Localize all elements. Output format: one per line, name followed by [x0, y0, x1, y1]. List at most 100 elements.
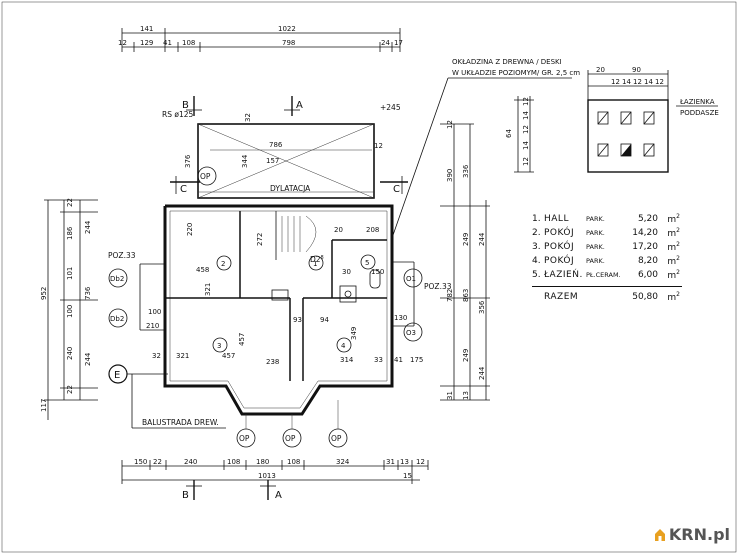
bath-dim-20: 20	[596, 66, 605, 74]
legend-unit-sup: 2	[676, 227, 680, 234]
bathroom-window-detail: 20 90 12 14 12 14 12 64 12 14 12 14 12 Ł…	[505, 66, 719, 173]
left-dimensions: 952 22 186 244 101 736 100 240 244 22 11…	[40, 198, 98, 420]
dim-458: 458	[196, 266, 209, 274]
door-d2-label: D28	[310, 255, 324, 264]
right-dim-244a: 244	[478, 232, 486, 246]
room-5: 5	[365, 259, 369, 267]
legend-material: PARK.	[586, 257, 605, 265]
right-dim-13: 13	[462, 391, 470, 400]
legend-row: 2. POKÓJ PARK. 14,20 m2	[532, 226, 682, 240]
op-marker-b3: OP	[331, 434, 342, 443]
bottom-dim-12: 12	[416, 458, 425, 466]
bottom-dim-108a: 108	[227, 458, 240, 466]
walls	[139, 204, 415, 416]
house-icon	[654, 528, 665, 541]
legend-area: 8,20	[637, 256, 658, 266]
dim-238: 238	[266, 358, 279, 366]
dim-33-bottom: 33	[374, 356, 383, 364]
bottom-dim-150: 150	[134, 458, 147, 466]
legend-unit-m: m	[667, 215, 677, 225]
legend-material: PARK.	[586, 215, 605, 223]
legend-unit: m2	[658, 269, 680, 281]
section-a-top: A	[296, 100, 303, 111]
op-marker-top: OP	[200, 172, 211, 181]
left-dim-186: 186	[66, 226, 74, 240]
legend-unit-sup: 2	[676, 241, 680, 248]
krn-logo[interactable]: KRN.pl	[654, 525, 730, 544]
bath-dim-14b: 14	[644, 78, 653, 86]
bottom-dim-15: 15	[403, 472, 412, 480]
left-dim-117: 117	[40, 399, 48, 412]
balustrade-label: BALUSTRADA DREW.	[142, 418, 219, 427]
legend-room: POKÓJ	[544, 256, 575, 266]
right-dim-356: 356	[478, 300, 486, 314]
dim-130: 130	[394, 314, 407, 322]
legend-row: 4. POKÓJ PARK. 8,20 m2	[532, 254, 682, 268]
right-dim-31: 31	[446, 391, 454, 400]
window-o1: O1	[406, 275, 416, 283]
legend-total-unit: m2	[658, 291, 680, 303]
legend-material: PŁ.CERAM.	[586, 271, 621, 279]
room-4: 4	[341, 342, 346, 350]
bath-dim-90: 90	[632, 66, 641, 74]
logo-text: KRN.pl	[668, 525, 730, 544]
dim-457-v: 457	[238, 333, 246, 346]
legend-unit-sup: 2	[676, 269, 680, 276]
bath-side-12a: 12	[522, 97, 530, 106]
top-dimensions: 141 1022 12 129 41 108 798 24 17	[118, 25, 403, 52]
legend-total-row: RAZEM 50,80 m2	[532, 286, 682, 304]
dim-321-v: 321	[204, 283, 212, 296]
poz33-right: POZ.33	[424, 282, 452, 291]
dylatacja-label: DYLATACJA	[270, 184, 311, 193]
legend-unit-m: m	[667, 243, 677, 253]
right-dim-249b: 249	[462, 349, 470, 362]
dim-208: 208	[366, 226, 379, 234]
right-dim-249a: 249	[462, 233, 470, 246]
bottom-dimensions: 150 22 240 108 180 108 324 31 13 12 1013…	[121, 458, 429, 484]
right-dim-336: 336	[462, 164, 470, 178]
legend-total-unit-m: m	[667, 293, 677, 303]
room-numbers: 2 1 3 4 5	[212, 254, 376, 353]
right-dim-244b: 244	[478, 366, 486, 380]
right-dim-12: 12	[446, 120, 454, 129]
dim-100-inner: 100	[148, 308, 161, 316]
door-d2-sup: 8	[321, 255, 324, 261]
rs-pipe-label: RS ø125	[162, 110, 193, 119]
dim-220: 220	[186, 223, 194, 236]
left-dim-952: 952	[40, 287, 48, 300]
legend-row: 3. POKÓJ PARK. 17,20 m2	[532, 240, 682, 254]
legend-num: 5.	[532, 270, 541, 280]
elevation-label: +245	[380, 103, 401, 112]
legend-unit: m2	[658, 255, 680, 267]
left-dim-736: 736	[84, 286, 92, 300]
legend-material: PARK.	[586, 243, 605, 251]
dim-129: 129	[140, 39, 153, 47]
bottom-dim-13: 13	[400, 458, 409, 466]
room-2: 2	[221, 260, 225, 268]
bath-side-14a: 14	[522, 111, 530, 120]
dim-175: 175	[410, 356, 423, 364]
legend-area: 6,00	[637, 270, 658, 280]
dim-32-inner: 32	[152, 352, 161, 360]
legend-area: 17,20	[632, 242, 658, 252]
right-dim-863: 863	[462, 289, 470, 302]
legend-total-unit-sup: 2	[676, 291, 680, 298]
legend-num: 2.	[532, 228, 541, 238]
door-d2-text: D2	[310, 255, 321, 264]
legend-num: 3.	[532, 242, 541, 252]
dim-344: 344	[241, 154, 249, 168]
legend-unit-m: m	[667, 257, 677, 267]
left-dim-100: 100	[66, 305, 74, 318]
legend-total-area: 50,80	[632, 292, 658, 302]
bath-dim-64: 64	[505, 129, 513, 138]
room-3: 3	[217, 342, 221, 350]
dim-314: 314	[340, 356, 354, 364]
legend-unit: m2	[658, 213, 680, 225]
dim-93: 93	[293, 316, 302, 324]
op-marker-b2: OP	[285, 434, 296, 443]
dim-24: 24	[381, 39, 390, 47]
dim-321-h: 321	[176, 352, 189, 360]
dim-17: 17	[394, 39, 403, 47]
